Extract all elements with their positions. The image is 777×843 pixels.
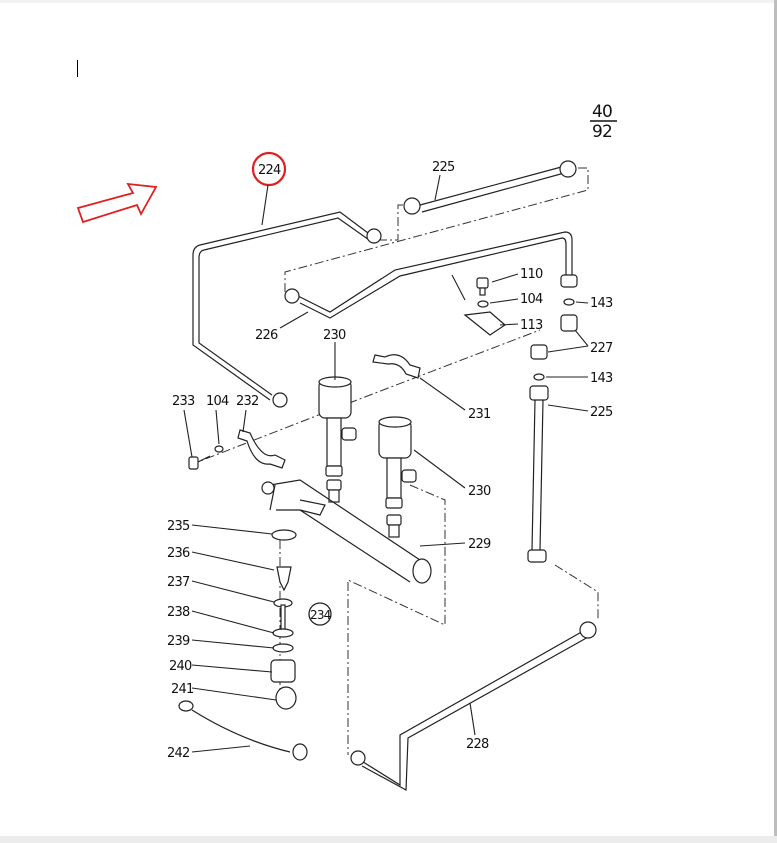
highlight-arrow-icon — [76, 182, 158, 224]
pipe-228 — [350, 621, 597, 791]
label-236[interactable]: 236 — [167, 546, 191, 561]
bolt-233 — [188, 445, 224, 470]
label-234[interactable]: 234 — [310, 608, 331, 622]
part-labels: 224 225 226 230 110 104 113 143 227 143 … — [167, 160, 614, 761]
label-235[interactable]: 235 — [167, 519, 191, 534]
label-104-left[interactable]: 104 — [206, 394, 230, 409]
label-241[interactable]: 241 — [171, 682, 195, 697]
label-233[interactable]: 233 — [172, 394, 196, 409]
window-bottom-edge — [0, 836, 777, 843]
page-ref-denominator: 92 — [592, 122, 612, 142]
label-238[interactable]: 238 — [167, 605, 191, 620]
label-230-top[interactable]: 230 — [323, 328, 347, 343]
label-110[interactable]: 110 — [520, 267, 544, 282]
label-232[interactable]: 232 — [236, 394, 259, 409]
label-225-top[interactable]: 225 — [432, 160, 456, 175]
label-239[interactable]: 239 — [167, 634, 191, 649]
label-231[interactable]: 231 — [468, 407, 492, 422]
label-226[interactable]: 226 — [255, 328, 279, 343]
label-230-right[interactable]: 230 — [468, 484, 492, 499]
highlight-circle — [251, 151, 287, 187]
pipe-226 — [284, 231, 578, 319]
label-143-top[interactable]: 143 — [590, 296, 614, 311]
part-234-circle — [308, 602, 332, 626]
label-113[interactable]: 113 — [520, 318, 544, 333]
label-229[interactable]: 229 — [468, 537, 492, 552]
scrollbar-edge[interactable] — [774, 0, 777, 836]
leader-lines — [183, 174, 589, 753]
bracket-232 — [237, 429, 286, 469]
label-228[interactable]: 228 — [466, 737, 490, 752]
label-224[interactable]: 224 — [258, 163, 282, 178]
window-top-edge — [0, 0, 777, 3]
label-225-right[interactable]: 225 — [590, 405, 614, 420]
pipe-225-top — [403, 160, 577, 215]
vertical-pipe-assembly — [527, 298, 578, 563]
label-237[interactable]: 237 — [167, 575, 191, 590]
text-cursor — [77, 60, 78, 77]
label-143-bottom[interactable]: 143 — [590, 371, 614, 386]
page-ref-numerator: 40 — [592, 102, 612, 122]
bracket-231 — [372, 354, 421, 379]
valve-230-right — [378, 416, 417, 538]
clamp-parts — [451, 274, 506, 336]
manifold-229 — [261, 479, 432, 584]
valve-230-left — [318, 376, 357, 503]
label-104-right[interactable]: 104 — [520, 292, 544, 307]
page-reference: 40 92 — [590, 102, 617, 142]
label-240[interactable]: 240 — [169, 659, 193, 674]
pipe-224 — [192, 211, 382, 408]
label-242[interactable]: 242 — [167, 746, 190, 761]
drain-valve-stack — [178, 529, 308, 761]
label-227[interactable]: 227 — [590, 341, 614, 356]
